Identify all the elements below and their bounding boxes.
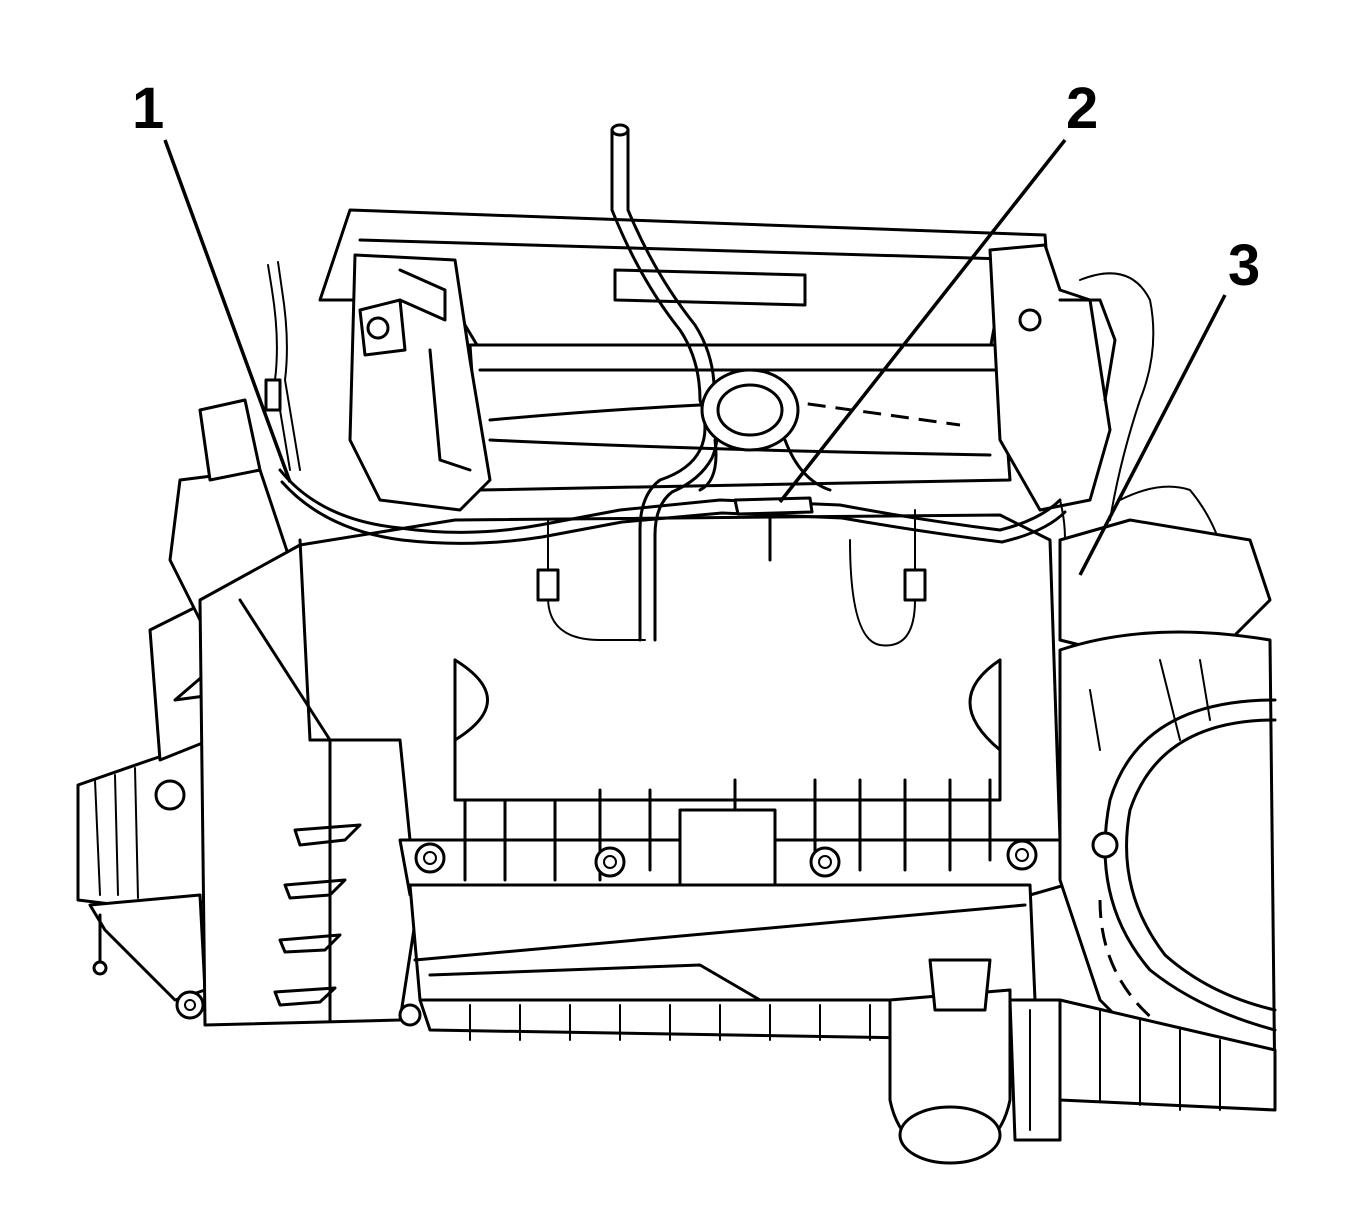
callout-labels: 1 2 3 <box>132 76 1260 298</box>
callout-2: 2 <box>1066 76 1098 141</box>
callout-1: 1 <box>132 76 164 141</box>
upper-module <box>318 208 1155 521</box>
top-hose <box>610 123 832 642</box>
leader-line-3 <box>1078 294 1227 576</box>
left-duct-housing <box>76 398 292 1002</box>
callout-3: 3 <box>1228 233 1260 298</box>
right-duct-blower <box>888 518 1277 1165</box>
main-case-body <box>175 513 1072 1042</box>
leader-line-2 <box>778 138 1067 504</box>
callout-leaders <box>163 138 1227 576</box>
leader-line-1 <box>163 139 292 483</box>
